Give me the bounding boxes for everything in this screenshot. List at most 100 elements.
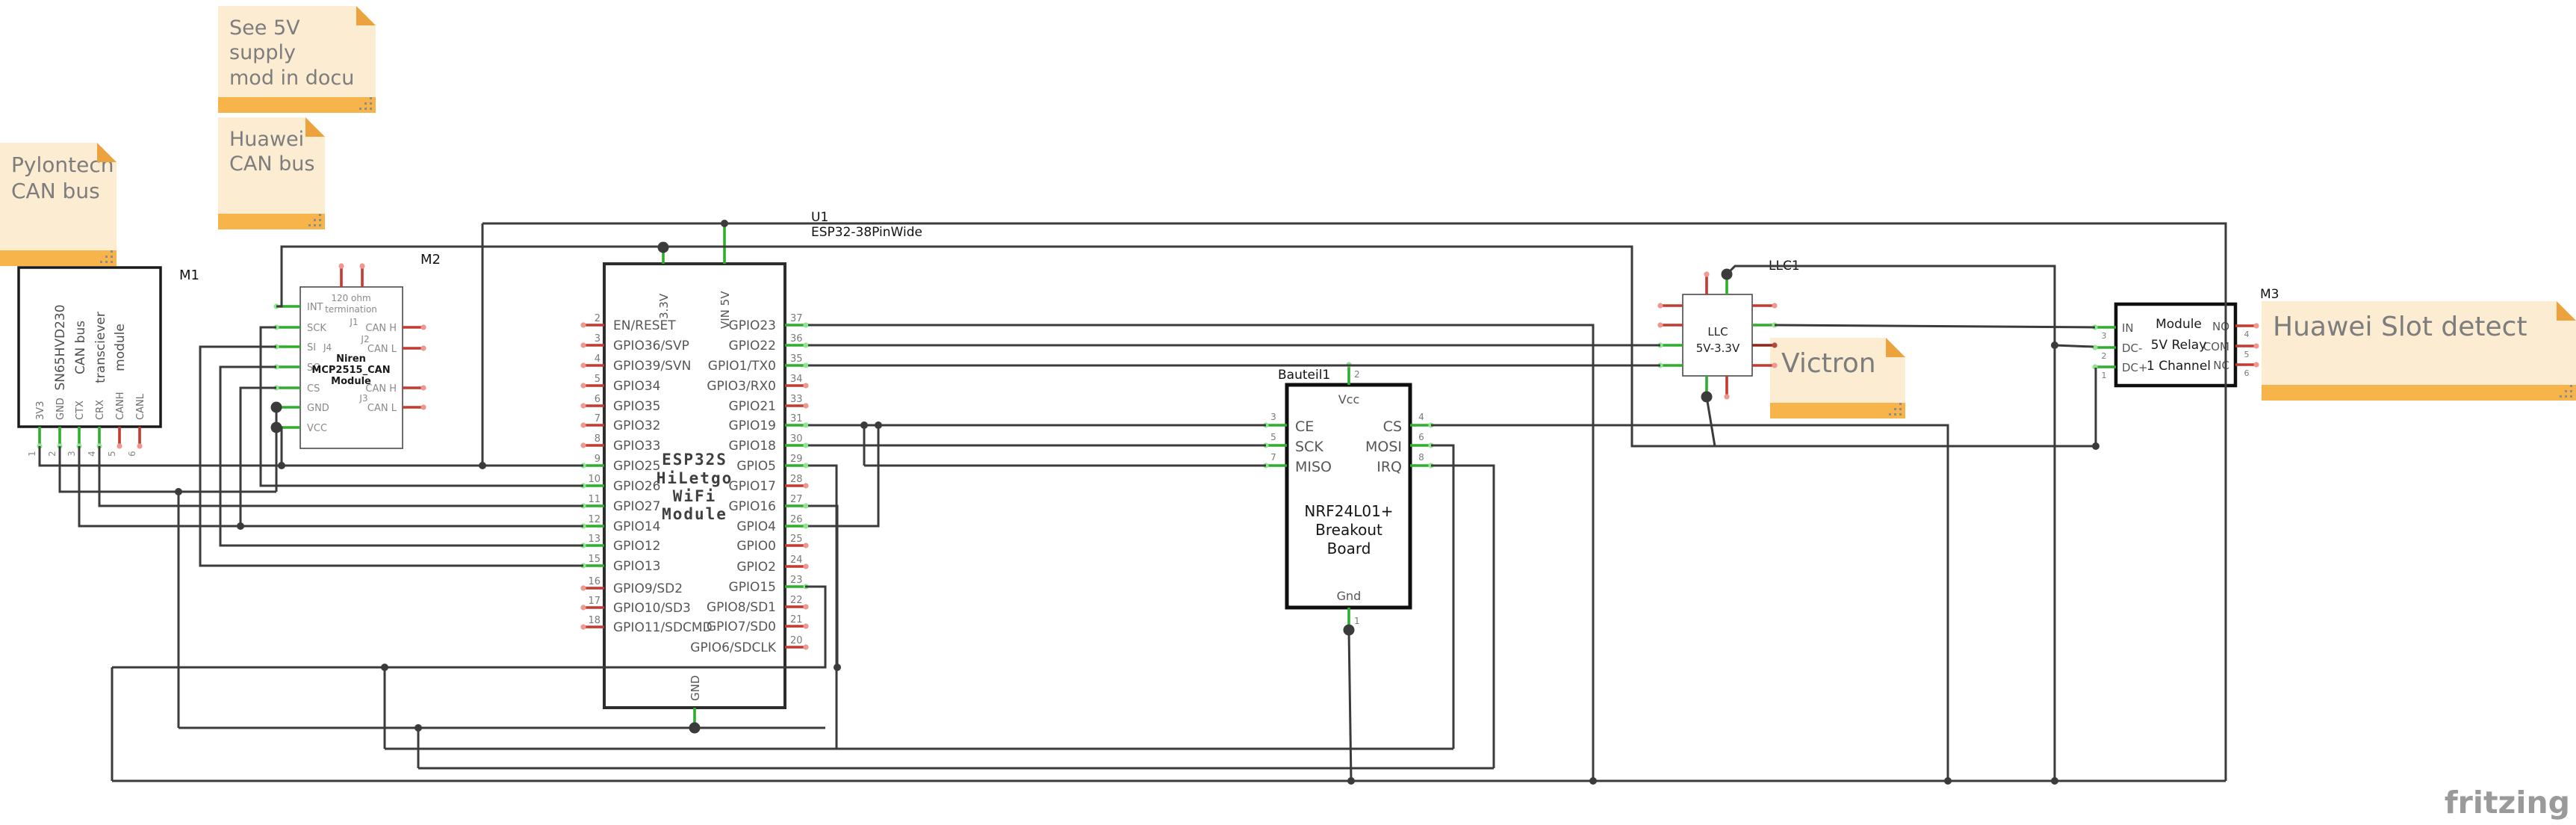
wire[interactable]: [58, 446, 276, 493]
m1-can-transceiver-label-0: M1: [179, 268, 199, 283]
junction-dot: [2051, 342, 2058, 349]
wire[interactable]: [808, 425, 880, 528]
wire[interactable]: [112, 585, 827, 669]
wire[interactable]: [1347, 629, 1353, 782]
m2-mcp2515-can-label-3: J1: [349, 317, 358, 327]
wire[interactable]: [482, 222, 2227, 781]
wire[interactable]: [1725, 265, 2056, 781]
wire[interactable]: [1431, 464, 1495, 768]
m1-can-transceiver-label-12: 2: [47, 451, 58, 457]
note-victron-text: Victron: [1781, 348, 1876, 379]
wire[interactable]: [808, 324, 1595, 781]
m1-can-transceiver-body[interactable]: [17, 266, 162, 428]
m2-mcp2515-can-label-4: INT: [307, 302, 323, 313]
note-huawei-can-resize-grip[interactable]: [308, 214, 321, 226]
wire[interactable]: [219, 365, 583, 547]
bauteil1-nrf24l01-body[interactable]: [1285, 383, 1412, 610]
note-victron-resize-grip[interactable]: [1889, 403, 1902, 415]
wire[interactable]: [78, 446, 583, 528]
u1-esp32-label-42: GPIO22: [729, 339, 776, 353]
junction-dot: [875, 421, 882, 429]
note-huawei-can[interactable]: Huawei CAN bus: [218, 117, 325, 229]
wire[interactable]: [38, 446, 583, 467]
u1-esp32-label-57: GPIO6/SDCLK: [690, 640, 777, 655]
u1-esp32-label-9: EN/RESET: [613, 318, 676, 333]
m2-mcp2515-can-label-9: CS: [307, 383, 320, 395]
bauteil1-nrf24l01-label-3: Vcc: [1338, 392, 1360, 407]
wire[interactable]: [1431, 444, 1455, 749]
m2-mcp2515-can-label-16: J3: [359, 393, 367, 404]
note-5v-supply-fold-corner: [356, 6, 376, 25]
wire[interactable]: [259, 326, 583, 487]
u1-esp32-label-30: 7: [595, 413, 600, 424]
u1-esp32-label-45: GPIO21: [729, 399, 776, 414]
u1-esp32-label-66: 28: [790, 474, 803, 485]
note-5v-supply-resize-grip[interactable]: [359, 97, 372, 110]
u1-esp32-label-60: 35: [790, 353, 803, 365]
u1-esp32-label-15: GPIO33: [613, 439, 660, 454]
wire[interactable]: [808, 504, 839, 667]
u1-esp32-pin-gpio22-cap: [803, 342, 809, 348]
wire[interactable]: [98, 446, 583, 507]
u1-esp32-pin-gpio32-cap: [580, 422, 586, 428]
note-huawei-slot[interactable]: Huawei Slot detect: [2262, 301, 2576, 401]
u1-esp32-label-68: 26: [790, 514, 803, 525]
note-huawei-slot-resize-grip[interactable]: [2560, 385, 2572, 398]
u1-esp32-label-11: GPIO39/SVN: [613, 359, 691, 374]
note-5v-supply-bar: [218, 97, 376, 113]
wire[interactable]: [1774, 324, 2096, 329]
junction-dot: [1589, 777, 1597, 785]
junction-dot-large: [270, 421, 282, 433]
u1-esp32-label-53: GPIO2: [736, 560, 776, 575]
llc1-level-converter-pin-r1-cap: [1772, 303, 1778, 309]
m3-relay-module-label-14: 5V Relay: [2151, 338, 2207, 353]
junction-dot: [2051, 777, 2058, 785]
note-victron[interactable]: Victron: [1770, 338, 1905, 418]
u1-esp32-label-0: U1: [811, 210, 828, 225]
u1-esp32-label-54: GPIO15: [729, 580, 776, 595]
wire[interactable]: [276, 245, 2096, 448]
llc1-level-converter-pin-r3-cap: [1772, 342, 1778, 348]
junction-dot-large: [689, 722, 701, 734]
note-pylontech-can[interactable]: Pylontech CAN bus: [0, 143, 117, 266]
u1-esp32-body[interactable]: [603, 262, 786, 709]
junction-dot: [278, 462, 285, 469]
wire[interactable]: [239, 386, 276, 526]
m2-mcp2515-can-label-10: GND: [307, 403, 329, 414]
wire[interactable]: [2054, 344, 2094, 348]
bauteil1-nrf24l01-label-8: 4: [1418, 412, 1424, 422]
bauteil1-nrf24l01-label-5: 3: [1270, 412, 1276, 422]
u1-esp32-pin-gpio2-cap: [803, 563, 809, 569]
wire[interactable]: [199, 345, 583, 567]
note-5v-supply[interactable]: See 5V supply mod in docu: [218, 6, 376, 113]
m1-can-transceiver-label-13: 3: [66, 451, 77, 457]
junction-dot-large: [657, 241, 669, 253]
note-huawei-can-fold-corner: [305, 117, 325, 137]
bauteil1-nrf24l01-label-16: IRQ: [1377, 459, 1402, 475]
m3-relay-module-body[interactable]: [2114, 302, 2238, 388]
llc1-level-converter-pin-t1-cap: [1704, 271, 1710, 277]
u1-esp32-label-71: 23: [790, 575, 803, 586]
m1-can-transceiver-label-14: 4: [87, 451, 97, 457]
u1-esp32-label-27: 4: [595, 353, 600, 365]
note-pylontech-can-resize-grip[interactable]: [100, 250, 113, 263]
m3-relay-module-label-0: M3: [2260, 287, 2279, 302]
wire[interactable]: [808, 464, 838, 749]
m3-relay-module-label-1: 3: [2102, 331, 2107, 341]
wire[interactable]: [1431, 424, 1949, 781]
wire[interactable]: [1705, 396, 1716, 447]
bauteil1-nrf24l01-label-13: MISO: [1295, 459, 1332, 475]
m3-relay-module-pin-dc-minus-cap: [2092, 344, 2098, 350]
bauteil1-nrf24l01-label-15: MOSI: [1365, 439, 1402, 455]
m2-mcp2515-can-label-12: CAN H: [365, 323, 397, 334]
m2-mcp2515-can-label-0: M2: [420, 252, 441, 268]
llc1-level-converter-body[interactable]: [1682, 294, 1753, 377]
llc1-level-converter-pin-l2-cap: [1657, 322, 1663, 328]
llc1-level-converter-pin-b2-cap: [1724, 394, 1730, 400]
